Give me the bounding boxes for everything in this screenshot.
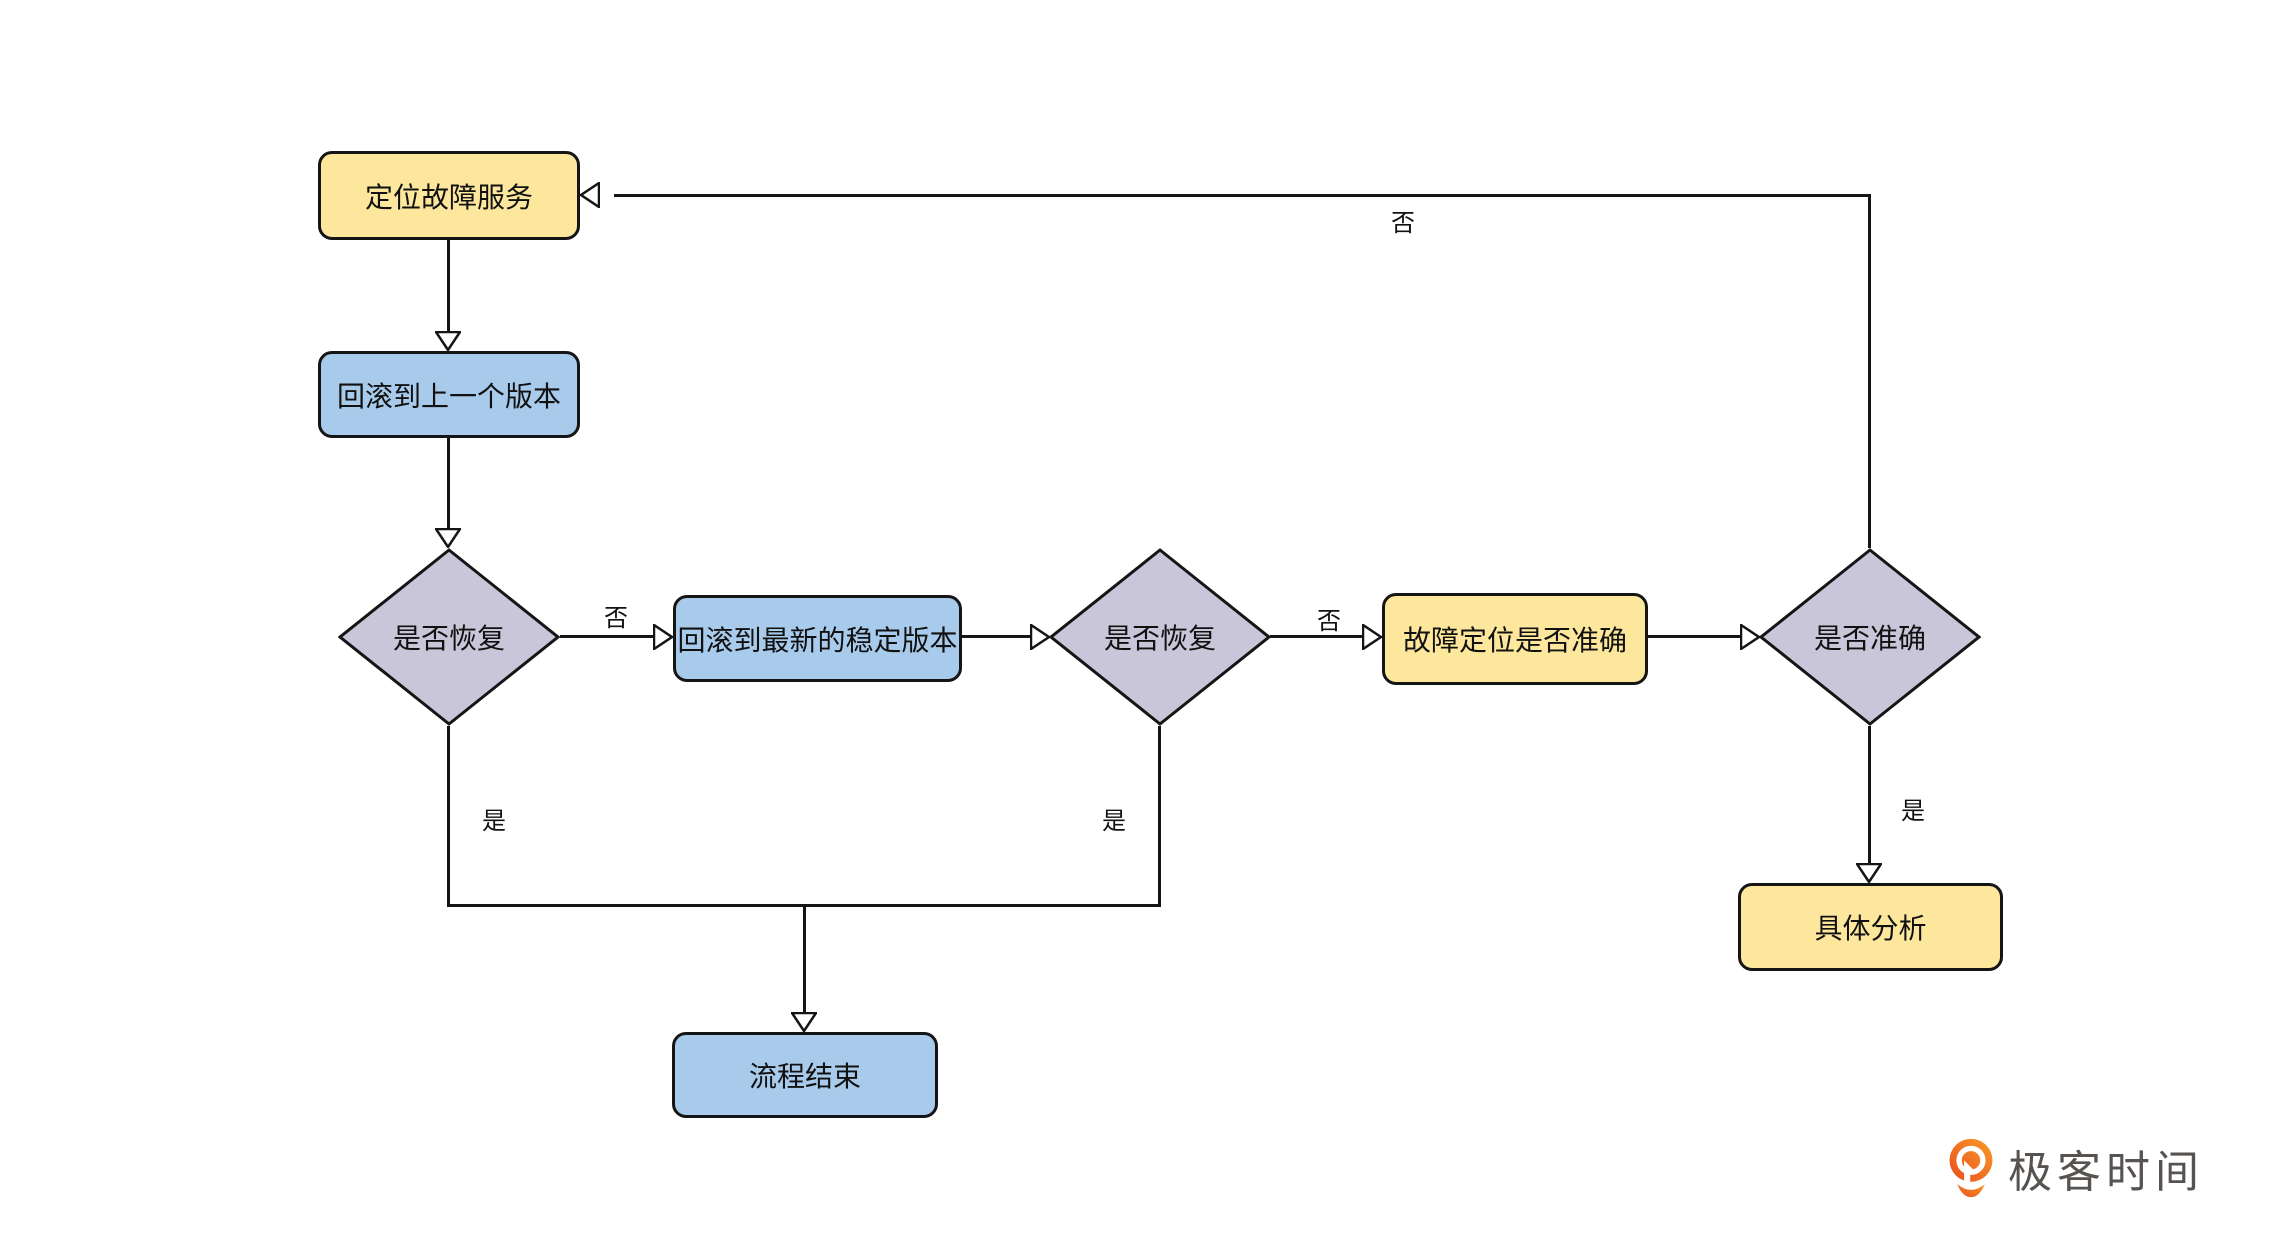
arrowhead-down-into-rollbackprev-icon [433,330,463,353]
edge-locate-to-rollbackprev-line [447,240,450,332]
node-label: 是否恢复 [392,623,505,654]
edge-isaccurate-yes-line [1868,726,1871,864]
node-detailed-analysis: 具体分析 [1738,883,2003,971]
node-fault-location-accurate: 故障定位是否准确 [1382,593,1648,685]
decision-diamond-shape [1759,548,1981,726]
node-label: 回滚到最新的稳定版本 [677,624,958,656]
node-is-accurate: 是否准确 [1759,548,1981,726]
geektime-logo-icon [1949,1138,1993,1198]
node-label: 流程结束 [748,1061,861,1092]
node-is-recovered-2: 是否恢复 [1049,548,1271,726]
node-locate-fault-service: 定位故障服务 [318,151,580,240]
edge-label-no-1: 否 [604,605,628,632]
edge-recovered1-yes-vertical-line [447,726,450,907]
edge-isaccurate-no-horizontal-line [614,194,1871,197]
edge-rollbackprev-to-recovered1-line [447,438,450,530]
arrowhead-down-into-processend-icon [789,1011,819,1034]
edge-label-no-2: 否 [1317,608,1341,635]
geektime-logo-text: 极客时间 [2008,1148,2204,1197]
arrowhead-right-into-rollbackstable-icon [652,622,675,652]
edge-label-yes-3: 是 [1901,798,1925,825]
decision-diamond-shape [338,548,560,726]
edge-label-no-3: 否 [1391,210,1415,237]
arrowhead-down-into-analysis-icon [1854,862,1884,885]
node-label: 故障定位是否准确 [1402,625,1627,656]
node-label: 是否恢复 [1103,623,1216,654]
node-label: 是否准确 [1813,623,1926,654]
arrowhead-right-into-faultaccurate-icon [1361,622,1384,652]
edge-recovered2-yes-vertical-line [1158,726,1161,907]
arrowhead-right-into-isaccurate-icon [1739,622,1762,652]
node-label: 定位故障服务 [364,181,533,213]
edge-recovered1-no-line [560,635,656,638]
edge-rollbackstable-to-recovered2-line [962,635,1032,638]
edge-label-yes-1: 是 [482,808,506,835]
node-rollback-latest-stable: 回滚到最新的稳定版本 [673,595,962,682]
edge-faultaccurate-to-isaccurate-line [1648,635,1742,638]
edge-isaccurate-no-vertical-line [1868,195,1871,548]
node-process-end: 流程结束 [672,1032,938,1118]
edge-recovered2-no-line [1270,635,1364,638]
node-is-recovered-1: 是否恢复 [338,548,560,726]
node-label: 回滚到上一个版本 [336,380,561,412]
arrowhead-left-into-locatefault-icon [578,180,601,210]
arrowhead-right-into-recovered2-icon [1029,622,1052,652]
decision-diamond-shape [1049,548,1271,726]
edge-merge-to-end-line [803,905,806,1013]
node-label: 具体分析 [1814,913,1927,944]
arrowhead-down-into-recovered1-icon [433,527,463,550]
node-rollback-previous-version: 回滚到上一个版本 [318,351,580,438]
edge-label-yes-2: 是 [1102,808,1126,835]
geektime-logo: 极客时间 [1948,1136,2204,1200]
